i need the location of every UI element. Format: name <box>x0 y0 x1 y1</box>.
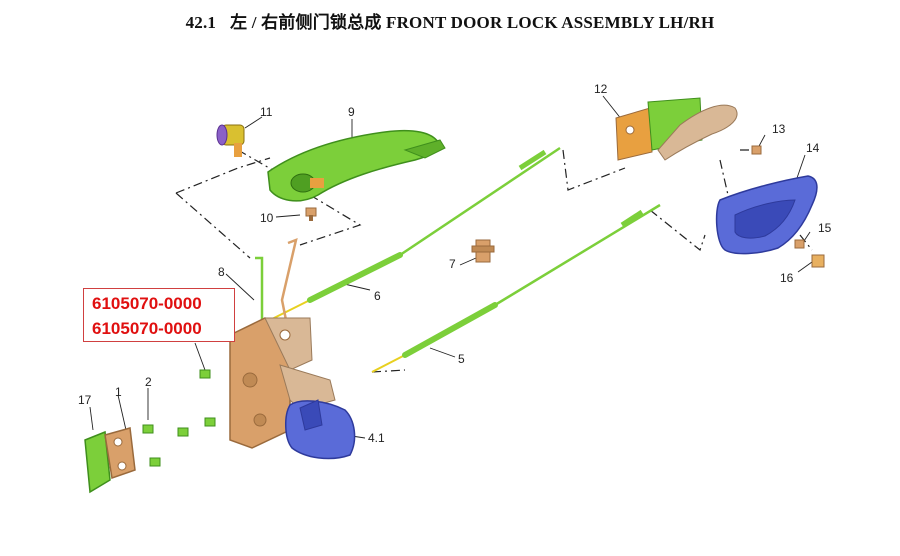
part-number-box: 6105070-0000 6105070-0000 <box>83 288 235 342</box>
section-title: 左 / 右前侧门锁总成 FRONT DOOR LOCK ASSEMBLY LH/… <box>230 13 715 32</box>
interior-handle-housing <box>615 97 738 161</box>
part-number-2: 6105070-0000 <box>92 319 202 338</box>
callout-10: 10 <box>260 211 274 225</box>
callout-labels: 1 2 4.1 5 6 7 8 9 10 11 12 13 14 15 16 1… <box>78 82 832 445</box>
upper-release-cable <box>269 146 561 321</box>
lower-release-cable <box>371 203 661 373</box>
cable-clip <box>471 239 495 263</box>
door-seal-gasket <box>84 430 111 494</box>
part-number-1: 6105070-0000 <box>92 294 202 313</box>
section-number: 42.1 <box>185 13 217 32</box>
page-title: 42.1 左 / 右前侧门锁总成 FRONT DOOR LOCK ASSEMBLY… <box>0 8 900 33</box>
callout-4-1: 4.1 <box>368 431 385 445</box>
callout-12: 12 <box>594 82 608 96</box>
interior-handle-bezel <box>715 175 818 255</box>
callout-17: 17 <box>78 393 92 407</box>
handle-screw <box>305 207 317 221</box>
callout-7: 7 <box>449 257 456 271</box>
callout-5: 5 <box>458 352 465 366</box>
door-striker <box>104 427 136 480</box>
callout-14: 14 <box>806 141 820 155</box>
callout-8: 8 <box>218 265 225 279</box>
exterior-door-handle <box>267 129 446 202</box>
callout-13: 13 <box>772 122 786 136</box>
housing-screw <box>751 145 762 155</box>
callout-11: 11 <box>260 105 273 119</box>
callout-9: 9 <box>348 105 355 119</box>
striker-screws <box>142 424 161 467</box>
lock-cylinder <box>216 124 245 157</box>
callout-16: 16 <box>780 271 794 285</box>
latch-mounting-screws <box>177 369 216 437</box>
callout-1: 1 <box>115 385 122 399</box>
bezel-screw <box>794 239 805 249</box>
callout-15: 15 <box>818 221 832 235</box>
assembly-guide-lines <box>175 149 813 373</box>
screw-cap <box>811 254 825 268</box>
door-lock-actuator <box>285 399 356 460</box>
callout-6: 6 <box>374 289 381 303</box>
callout-2: 2 <box>145 375 152 389</box>
